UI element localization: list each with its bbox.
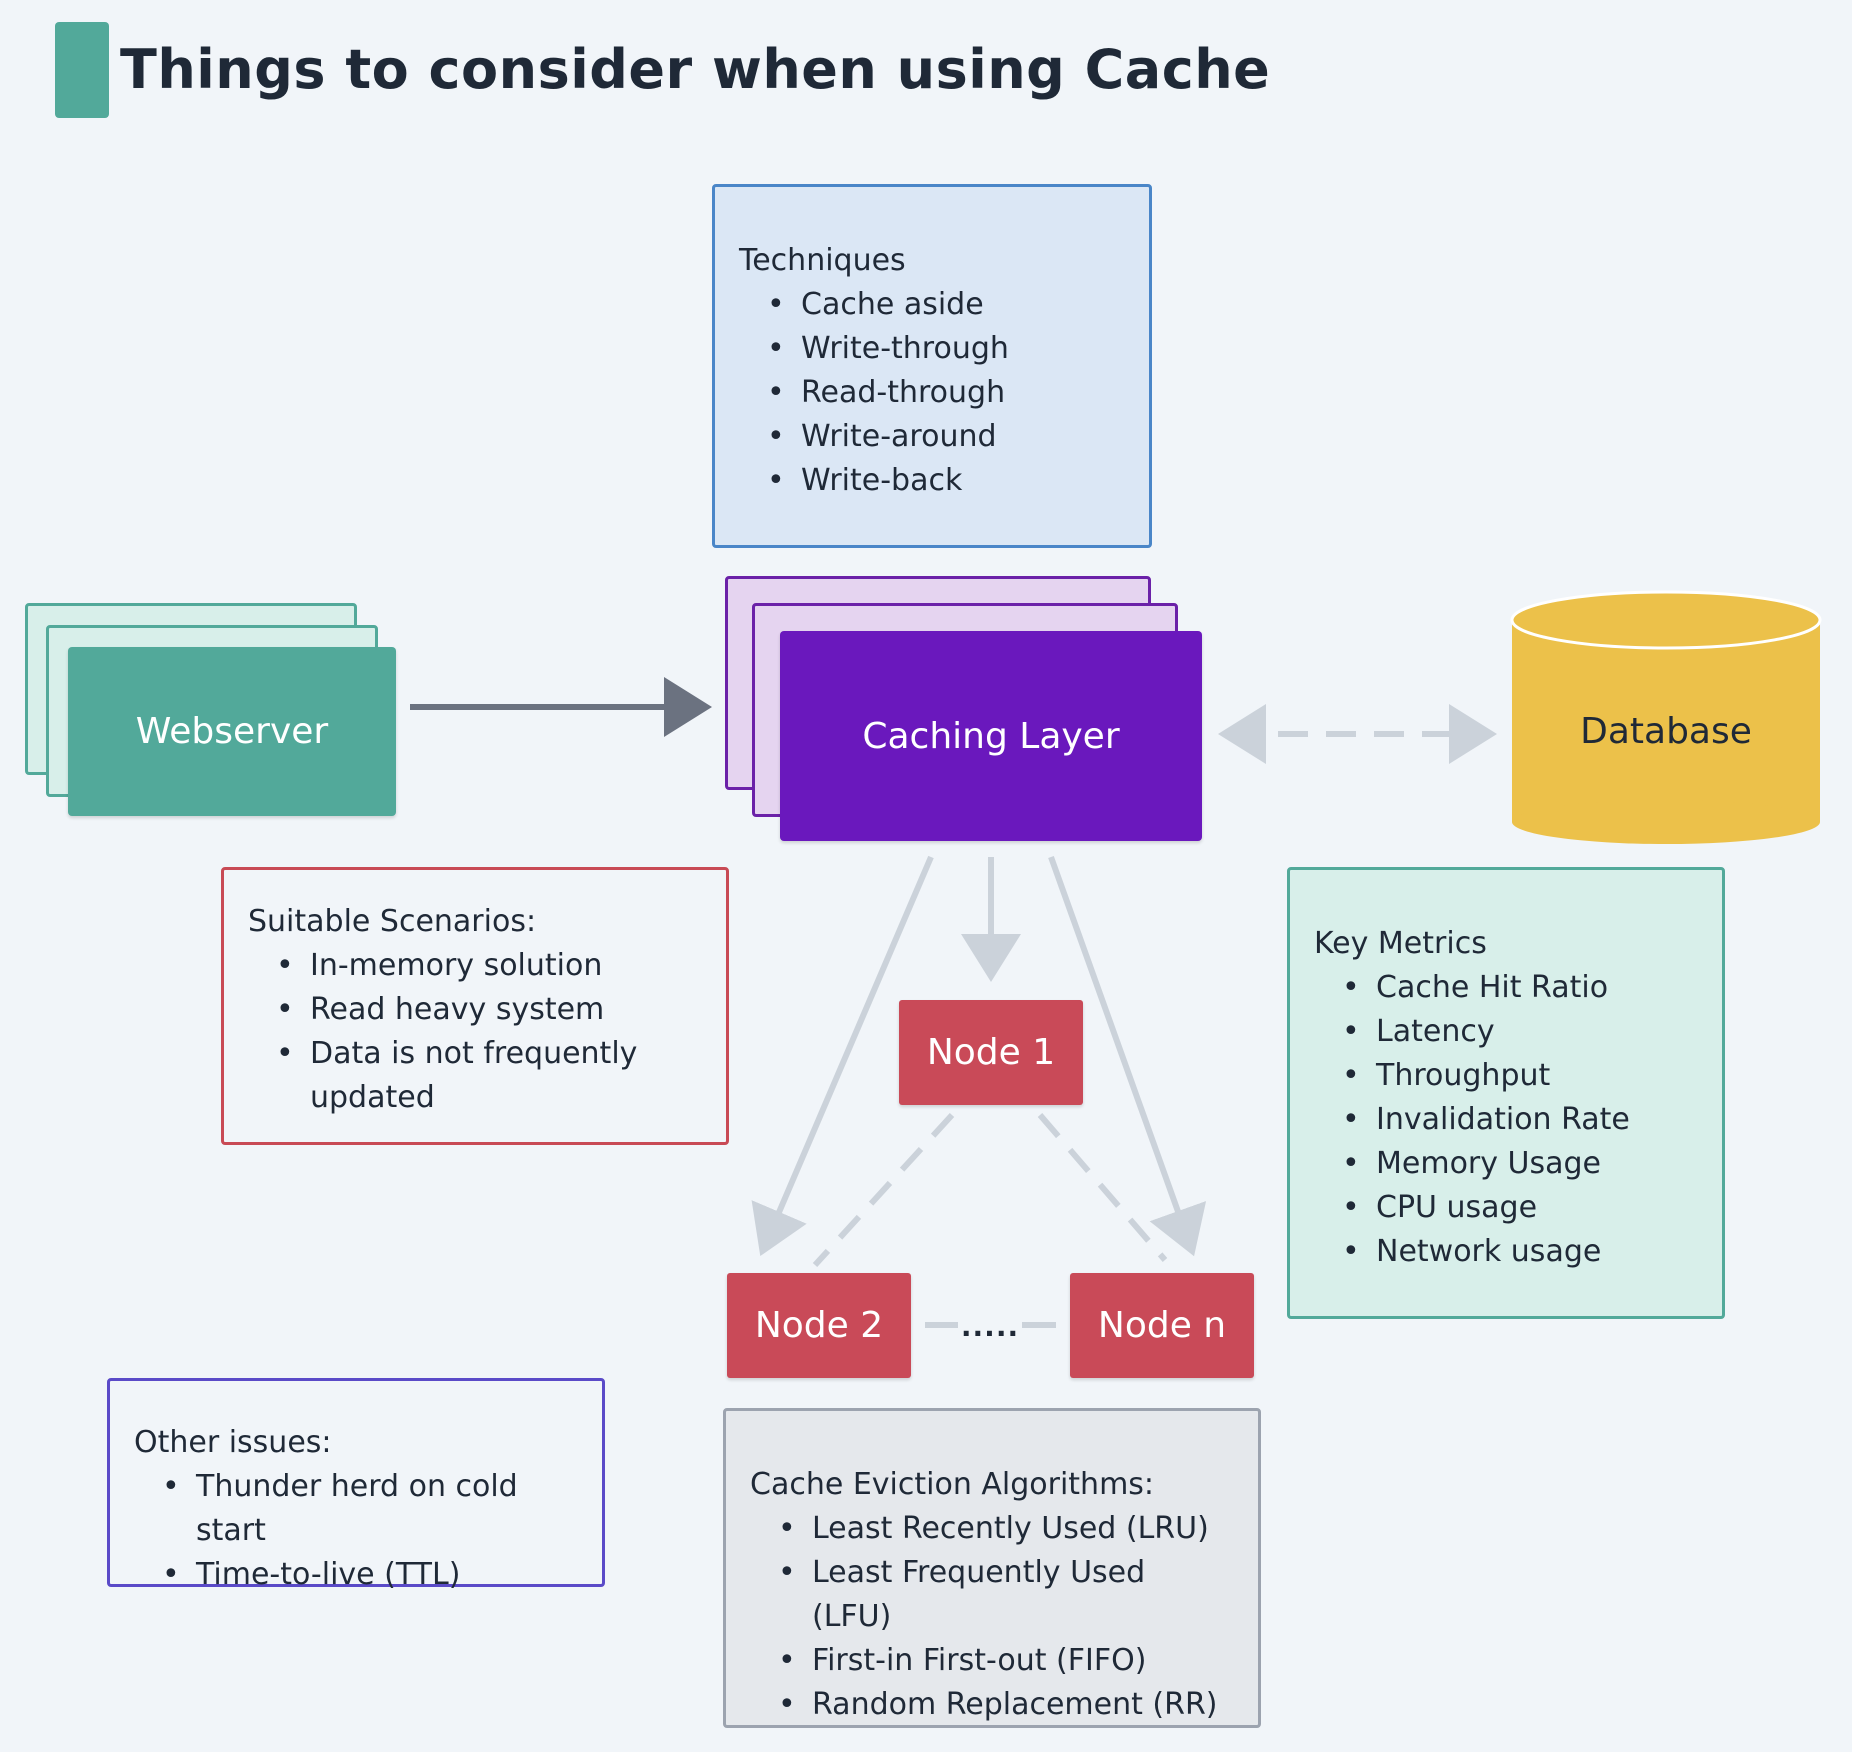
list-item: Latency: [1342, 1010, 1698, 1054]
scenarios-heading: Suitable Scenarios:: [248, 904, 537, 939]
list-item: Random Replacement (RR): [778, 1683, 1234, 1727]
list-item: Read-through: [767, 371, 1125, 415]
list-item: Invalidation Rate: [1342, 1098, 1698, 1142]
list-item: Time-to-live (TTL): [162, 1553, 578, 1597]
list-item: Write-around: [767, 415, 1125, 459]
list-item: Least Frequently Used (LFU): [778, 1551, 1234, 1639]
list-item: Cache Hit Ratio: [1342, 966, 1698, 1010]
metrics-heading: Key Metrics: [1314, 926, 1487, 961]
eviction-heading: Cache Eviction Algorithms:: [750, 1467, 1155, 1502]
eviction-list: Least Recently Used (LRU) Least Frequent…: [750, 1507, 1234, 1727]
database-icon: [1510, 590, 1822, 844]
webserver-box: Webserver: [68, 647, 396, 816]
scenarios-panel: Suitable Scenarios: In-memory solution R…: [221, 867, 729, 1145]
list-item: Read heavy system: [276, 988, 702, 1032]
list-item: Least Recently Used (LRU): [778, 1507, 1234, 1551]
list-item: Memory Usage: [1342, 1142, 1698, 1186]
techniques-heading: Techniques: [739, 243, 906, 278]
node-2-box: Node 2: [727, 1273, 911, 1378]
eviction-algorithms-panel: Cache Eviction Algorithms: Least Recentl…: [723, 1408, 1261, 1728]
list-item: Thunder herd on cold start: [162, 1465, 578, 1553]
node-1-box: Node 1: [899, 1000, 1083, 1105]
other-issues-panel: Other issues: Thunder herd on cold start…: [107, 1378, 605, 1597]
node-n-box: Node n: [1070, 1273, 1254, 1378]
list-item: Write-through: [767, 327, 1125, 371]
node1-noden-dashed-link: [1037, 1113, 1168, 1262]
nodes-ellipsis: .....: [960, 1310, 1020, 1343]
issues-heading: Other issues:: [134, 1425, 332, 1460]
scenarios-list: In-memory solution Read heavy system Dat…: [248, 944, 702, 1120]
list-item: Data is not frequently updated: [276, 1032, 702, 1120]
caching-layer-box: Caching Layer: [780, 631, 1202, 841]
title-accent-bar: [55, 22, 109, 118]
metrics-list: Cache Hit Ratio Latency Throughput Inval…: [1314, 966, 1698, 1274]
techniques-list: Cache aside Write-through Read-through W…: [739, 283, 1125, 503]
list-item: In-memory solution: [276, 944, 702, 988]
list-item: Throughput: [1342, 1054, 1698, 1098]
cache-to-node2-arrow: [751, 855, 934, 1257]
page-title: Things to consider when using Cache: [120, 38, 1271, 101]
list-item: Write-back: [767, 459, 1125, 503]
issues-list: Thunder herd on cold start Time-to-live …: [134, 1465, 578, 1597]
list-item: Network usage: [1342, 1230, 1698, 1274]
database-label: Database: [1580, 710, 1752, 752]
cache-to-noden-arrow: [1048, 855, 1207, 1257]
list-item: CPU usage: [1342, 1186, 1698, 1230]
node1-node2-dashed-link: [812, 1112, 955, 1268]
techniques-panel: Techniques Cache aside Write-through Rea…: [712, 184, 1152, 548]
list-item: Cache aside: [767, 283, 1125, 327]
key-metrics-panel: Key Metrics Cache Hit Ratio Latency Thro…: [1287, 867, 1725, 1319]
list-item: First-in First-out (FIFO): [778, 1639, 1234, 1683]
